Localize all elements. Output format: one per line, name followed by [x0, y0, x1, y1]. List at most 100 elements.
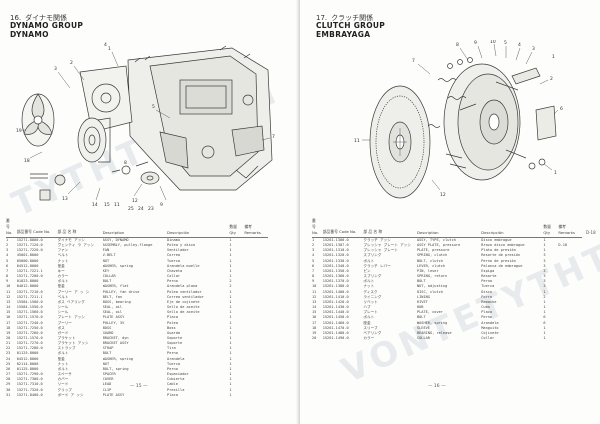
page-number: — 15 — [130, 384, 148, 389]
table-cell: 1 [229, 356, 232, 361]
table-cell: スプリング [363, 253, 382, 258]
table-cell: BOLT [416, 279, 426, 284]
column-header: Descripción [167, 218, 230, 238]
column-header: 番 号 No. [312, 218, 323, 238]
table-cell: 15271-7220-0 [16, 248, 43, 253]
table-cell: CLIP [102, 387, 112, 392]
table-cell: BOLT, clutch [416, 258, 443, 263]
table-cell: WASHER, spring [102, 263, 133, 268]
svg-text:12: 12 [132, 198, 138, 204]
table-cell: 1 [229, 253, 232, 258]
table-cell: Disco [481, 289, 493, 294]
table-cell: 04512-8000 [16, 356, 39, 361]
table-cell: Placa [167, 392, 178, 397]
table-cell: 1 [229, 294, 232, 299]
table-cell: Polea [167, 320, 178, 325]
table-cell: Espaciador [167, 372, 189, 377]
table-cell: GUARD [102, 330, 114, 335]
svg-text:2: 2 [70, 60, 73, 66]
table-cell: HUB [416, 305, 424, 310]
table-cell: 22 [6, 346, 11, 351]
table-cell: Tuerca [481, 284, 495, 289]
table-cell: 15271-7300-0 [16, 377, 43, 382]
table-cell: カラー [363, 335, 375, 340]
table-cell: ボルト [363, 279, 375, 284]
table-cell: Resorte [481, 274, 497, 279]
table-cell: ボード ア ッシ [57, 392, 84, 397]
table-cell: 座金 [363, 320, 371, 325]
column-header: 備考 Remarks [558, 218, 582, 238]
table-cell: 3 [543, 253, 546, 258]
table-cell: 13 [6, 299, 11, 304]
table-cell: WASHER, spring [416, 320, 448, 325]
table-cell: リード [57, 382, 69, 387]
section-header: 17.クラッチ関係 CLUTCH GROUP EMBRAYAGA [316, 14, 385, 39]
table-cell: 15261-1480-0 [322, 330, 349, 335]
table-cell: 1 [543, 243, 546, 248]
table-cell: 28 [6, 377, 11, 382]
table-cell: 2 [543, 294, 546, 299]
table-cell: FAN [102, 248, 110, 253]
table-cell: 1 [229, 258, 232, 263]
table-cell: 6 [6, 263, 9, 268]
table-cell: プレート [363, 310, 378, 315]
table-cell: 15261-1310-0 [322, 248, 349, 253]
table-cell: 6 [543, 320, 546, 325]
table-cell: 1 [543, 289, 546, 294]
table-cell: 10 [6, 284, 11, 289]
svg-text:24: 24 [138, 206, 144, 212]
table-cell: 15271-7210-0 [16, 289, 43, 294]
table-cell: 04512-8000 [16, 263, 39, 268]
table-cell: 11 [312, 289, 317, 294]
table-cell: 15261-1450-0 [322, 315, 349, 320]
column-header: 備考 Remarks [244, 218, 268, 238]
table-cell: ダイナモ アッシ [57, 238, 85, 242]
table-cell: V-BELT [102, 253, 116, 258]
parts-table: 番 号 No. 部品番号 Code No. 部 品 名 称 Descriptio… [312, 218, 582, 341]
table-cell: BOLT [416, 315, 426, 320]
table-cell: 9 [312, 279, 315, 284]
table-cell: 04012-8000 [16, 284, 39, 289]
table-cell: 1 [229, 366, 232, 371]
svg-text:6: 6 [560, 106, 563, 112]
table-cell: 15271-7320-0 [16, 387, 43, 392]
table-cell: 1 [229, 289, 232, 294]
table-cell: Polea y disco [167, 243, 196, 248]
table-cell: 01023-8000 [16, 279, 39, 284]
table-cell: Disco embrague [481, 238, 512, 242]
table-cell: シール [57, 305, 69, 310]
table-cell: Tuerca [167, 361, 181, 366]
table-cell: BOSS [102, 325, 112, 330]
table-cell: Placa [167, 315, 178, 320]
table-cell: WASHER, spring [102, 356, 133, 361]
table-cell: 18 [6, 325, 11, 330]
table-cell: Collar [167, 274, 181, 279]
table-cell: プーリー [57, 320, 72, 325]
table-cell: 1 [543, 305, 546, 310]
table-cell: Perno de presión [481, 258, 516, 263]
table-cell: STRAP [102, 346, 114, 351]
table-cell: 17 [6, 320, 11, 325]
table-cell: Tira [167, 346, 176, 351]
table-cell: ボルト [57, 351, 69, 356]
table-cell: Arandela [481, 320, 499, 325]
table-cell: 1 [229, 320, 232, 325]
table-cell: ディスク [363, 289, 378, 294]
table-cell: 15271-1560-0 [16, 310, 43, 315]
